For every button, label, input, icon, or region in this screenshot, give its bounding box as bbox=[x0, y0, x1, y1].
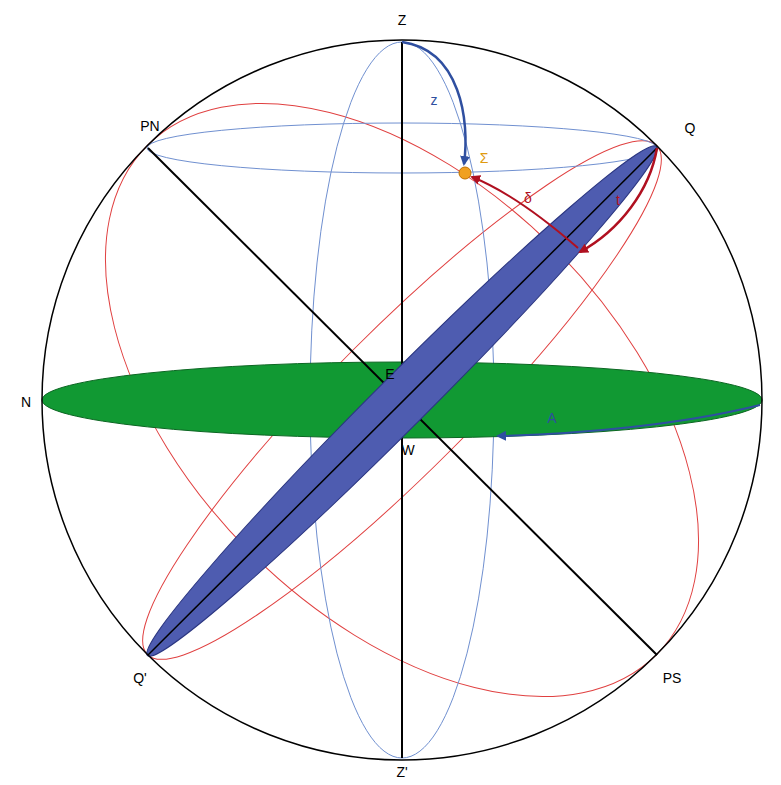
point-label: W bbox=[401, 443, 414, 457]
point-label: Z bbox=[398, 13, 407, 27]
point-label: z bbox=[431, 93, 438, 107]
point-label: E bbox=[385, 367, 394, 381]
point-label: t bbox=[616, 193, 620, 207]
point-label: δ bbox=[524, 191, 532, 205]
point-label: Σ bbox=[480, 151, 489, 165]
point-label: Q' bbox=[133, 671, 147, 685]
point-label: PS bbox=[663, 671, 682, 685]
point-label: PN bbox=[140, 119, 159, 133]
point-label: A bbox=[547, 411, 556, 425]
point-label: Z' bbox=[396, 765, 407, 779]
point-label: N bbox=[21, 395, 31, 409]
point-label: Q bbox=[685, 121, 696, 135]
